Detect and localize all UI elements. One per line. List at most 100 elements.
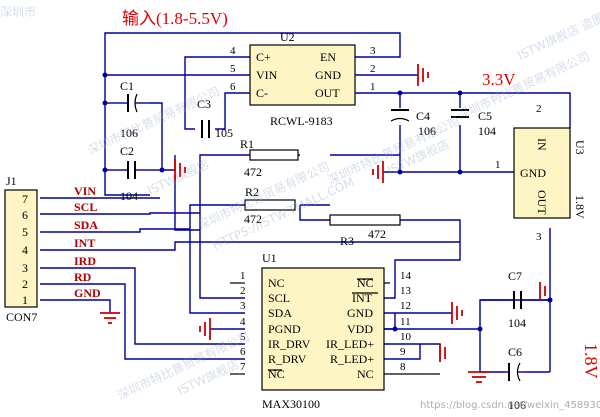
capacitor-c4: C4 106 (390, 109, 436, 138)
u3-ldo: U3 1.8V IN GND OUT 2 1 3 (495, 103, 587, 243)
u1-pin-name: NC (268, 276, 285, 290)
ground-icon (417, 64, 429, 86)
capacitors: C1 106 C2 104 C3 105 C4 106 C5 104 (115, 79, 530, 412)
j1-pin-num: 3 (22, 261, 28, 275)
u2-pin-name: GND (315, 68, 341, 82)
u1-pin-num: 4 (240, 316, 246, 328)
u3-pin-out: OUT (535, 190, 549, 215)
rail-1v8-label: 1.8V (581, 343, 600, 379)
u2-pin-name: EN (320, 50, 336, 64)
capacitor-ref: C1 (120, 79, 134, 93)
resistor-r1: R1 472 (240, 137, 299, 179)
net-label: GND (74, 286, 101, 300)
u3-pin-num: 1 (495, 159, 501, 171)
net-label: IRD (74, 254, 96, 268)
capacitor-ref: C3 (197, 97, 211, 111)
capacitor-ref: C5 (478, 109, 492, 123)
u1-pin-name: SCL (268, 291, 290, 305)
ground-symbols (100, 64, 546, 383)
j1-pin-num: 2 (22, 277, 28, 291)
capacitor-c7: C7 104 (508, 269, 530, 330)
capacitor-c5: C5 104 (451, 109, 496, 138)
resistor-ref: R3 (340, 234, 354, 248)
j1-pin-num: 5 (22, 225, 28, 239)
u2-pin-name: C+ (256, 50, 271, 64)
u1-pin-name: VDD (347, 322, 373, 336)
u1-pin-name: NC (357, 367, 374, 381)
watermark-text: 深圳市 (0, 4, 36, 19)
net-label: SDA (74, 218, 98, 232)
j1-pin-num: 6 (22, 208, 28, 222)
capacitor-value: 106 (418, 124, 436, 138)
ground-icon (100, 312, 120, 324)
u1-pin-num: 9 (400, 346, 406, 358)
capacitor-value: 104 (120, 189, 138, 203)
u1-pin-num: 8 (400, 361, 406, 373)
j1-part: CON7 (6, 310, 37, 324)
capacitor-value: 106 (120, 126, 138, 140)
u1-pin-name: R_DRV (268, 352, 307, 366)
j1-pin-num: 1 (22, 293, 28, 307)
u1-pin-num: 12 (400, 300, 411, 312)
footer-url: https://blog.csdn.net/weixin_45893012 (420, 400, 600, 411)
resistor-value: 472 (368, 227, 386, 241)
junction-dots (102, 72, 553, 332)
capacitor-c3: C3 105 (197, 97, 233, 140)
net-label: INT (74, 236, 95, 250)
u2-pin-name: VIN (256, 68, 278, 82)
u3-pin-gnd: GND (520, 166, 546, 180)
u1-pin-name: PGND (268, 322, 301, 336)
u2-pin-name: C- (256, 86, 268, 100)
ground-icon (539, 282, 546, 300)
resistor-r2: R2 472 (244, 185, 296, 226)
u2-pin-num: 2 (370, 63, 376, 75)
u2-regulator: U2 RCWL-9183 C+ VIN C- EN GND OUT 4 5 6 … (230, 30, 376, 128)
capacitor-value: 105 (215, 126, 233, 140)
j1-ref: J1 (6, 174, 17, 188)
capacitor-value: 104 (478, 124, 496, 138)
u1-pin-num: 5 (240, 331, 246, 343)
capacitor-ref: C6 (508, 345, 522, 359)
u1-pin-name: GND (347, 306, 373, 320)
u1-pin-num: 14 (400, 270, 412, 282)
resistor-ref: R1 (240, 137, 254, 151)
resistor-value: 472 (244, 165, 262, 179)
capacitor-value: 104 (508, 316, 526, 330)
u3-ref: U3 (573, 140, 587, 155)
u1-pin-name: NC (268, 367, 285, 381)
u1-pin-name: IR_DRV (268, 337, 311, 351)
j1-connector: J1 CON7 7 6 5 4 3 2 1 VIN SCL SDA INT IR… (4, 174, 101, 324)
rail-3v3-label: 3.3V (482, 70, 516, 89)
u1-sensor: U1 MAX30100 NC SCL SDA PGND IR_DRV R_DRV… (240, 251, 412, 411)
capacitor-ref: C2 (120, 144, 134, 158)
u2-ref: U2 (280, 30, 295, 44)
u1-part: MAX30100 (262, 397, 320, 411)
u2-pin-num: 1 (370, 81, 376, 93)
u1-pin-name: INT (352, 291, 373, 305)
j1-pin-num: 7 (22, 192, 28, 206)
capacitor-c2: C2 104 (115, 144, 150, 203)
resistor-r3: R3 472 (329, 214, 401, 248)
u1-pin-name: NC (357, 276, 374, 290)
ground-icon (372, 161, 384, 183)
u3-pin-in: IN (535, 138, 549, 151)
resistors: R1 472 R2 472 R3 472 (240, 137, 401, 248)
u2-pin-num: 5 (230, 63, 236, 75)
ground-icon (451, 302, 463, 324)
u2-pin-num: 6 (230, 81, 236, 93)
resistor-value: 472 (244, 212, 262, 226)
u1-pin-num: 2 (240, 285, 246, 297)
u1-pin-name: SDA (268, 306, 292, 320)
u2-pin-num: 4 (230, 45, 236, 57)
u1-ref: U1 (262, 251, 277, 265)
capacitor-c6: C6 106 (505, 345, 526, 412)
capacitor-ref: C4 (416, 109, 430, 123)
capacitor-c1: C1 106 (115, 79, 150, 140)
j1-pin-num: 4 (22, 243, 28, 257)
u1-pin-num: 13 (400, 285, 412, 297)
u3-pin-num: 3 (536, 231, 542, 243)
u1-pin-name: R_LED+ (330, 352, 374, 366)
u2-part: RCWL-9183 (270, 114, 333, 128)
u2-pin-num: 3 (370, 45, 376, 57)
ground-icon (439, 344, 446, 362)
